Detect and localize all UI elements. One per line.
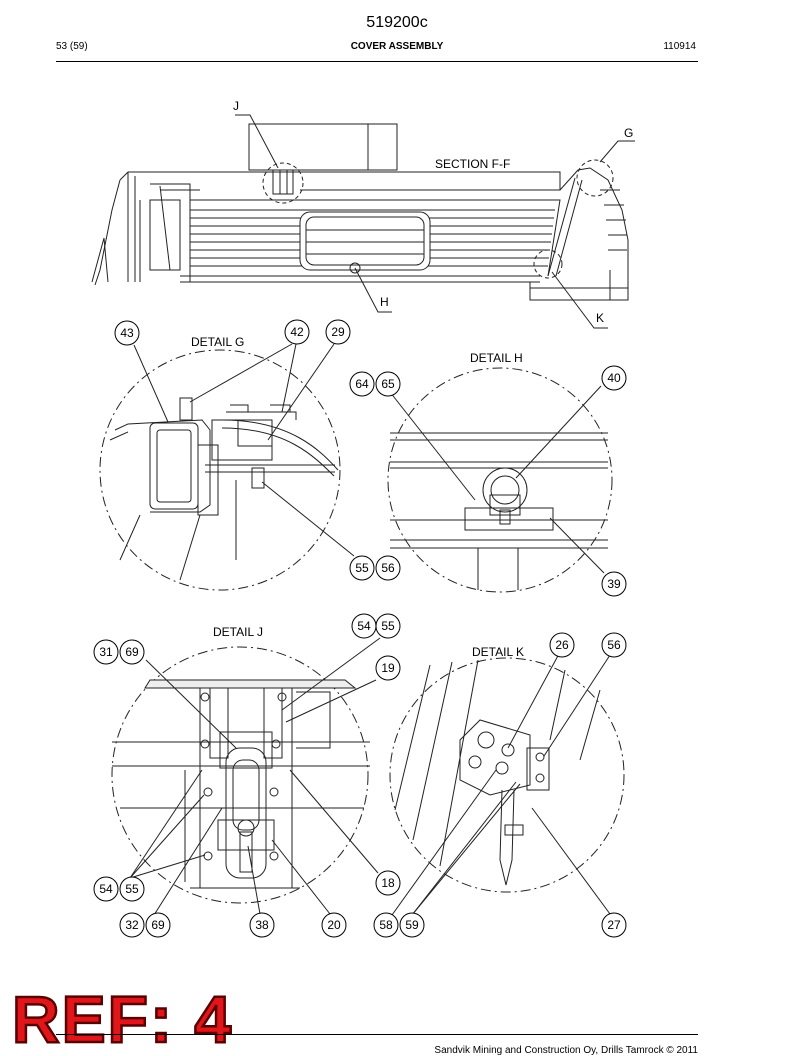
part-bubble: 18	[381, 876, 395, 890]
part-bubble: 32	[125, 918, 139, 932]
document-code: 110914	[663, 41, 696, 52]
part-bubble: 69	[151, 918, 165, 932]
section-view	[91, 114, 635, 329]
detail-g-title: DETAIL G	[191, 335, 244, 349]
detail-k-title: DETAIL K	[472, 645, 524, 659]
page-title: COVER ASSEMBLY	[350, 41, 444, 52]
part-bubble: 20	[327, 918, 341, 932]
part-bubble: 39	[607, 577, 621, 591]
part-bubble: 54	[357, 619, 371, 633]
footer-copyright: Sandvik Mining and Construction Oy, Dril…	[434, 1045, 698, 1056]
detail-k-view	[389, 651, 625, 916]
part-bubble: 38	[255, 918, 269, 932]
callout-j: J	[233, 99, 239, 113]
detail-j-title: DETAIL J	[213, 625, 263, 639]
footer-rule	[56, 1034, 698, 1035]
part-bubble: 43	[120, 326, 134, 340]
part-bubble: 54	[99, 882, 113, 896]
part-bubble: 19	[381, 661, 395, 675]
section-title: SECTION F-F	[435, 157, 510, 171]
part-bubble: 42	[290, 325, 304, 339]
part-bubble: 59	[405, 918, 419, 932]
part-bubble: 69	[125, 645, 139, 659]
part-bubble: 56	[381, 561, 395, 575]
part-bubble: 55	[381, 619, 395, 633]
detail-g-view	[99, 343, 355, 591]
part-bubble: 31	[99, 645, 113, 659]
document-number: 519200c	[366, 14, 428, 31]
part-bubble: 27	[607, 918, 621, 932]
part-bubble: 29	[331, 325, 345, 339]
detail-j-view	[111, 637, 381, 916]
part-bubble: 56	[607, 638, 621, 652]
detail-h-view	[387, 367, 613, 593]
callout-h: H	[380, 295, 389, 309]
part-bubble: 26	[555, 638, 569, 652]
page-number: 53 (59)	[56, 41, 88, 52]
part-bubble: 58	[379, 918, 393, 932]
callout-k: K	[596, 311, 604, 325]
header-rule	[56, 61, 698, 62]
part-bubble: 55	[125, 882, 139, 896]
part-bubble: 64	[355, 377, 369, 391]
detail-h-title: DETAIL H	[470, 351, 523, 365]
callout-g: G	[624, 126, 633, 140]
reference-stamp: REF: 4	[11, 982, 234, 1056]
part-bubble: 55	[355, 561, 369, 575]
part-bubble: 40	[607, 371, 621, 385]
part-bubble: 65	[381, 377, 395, 391]
